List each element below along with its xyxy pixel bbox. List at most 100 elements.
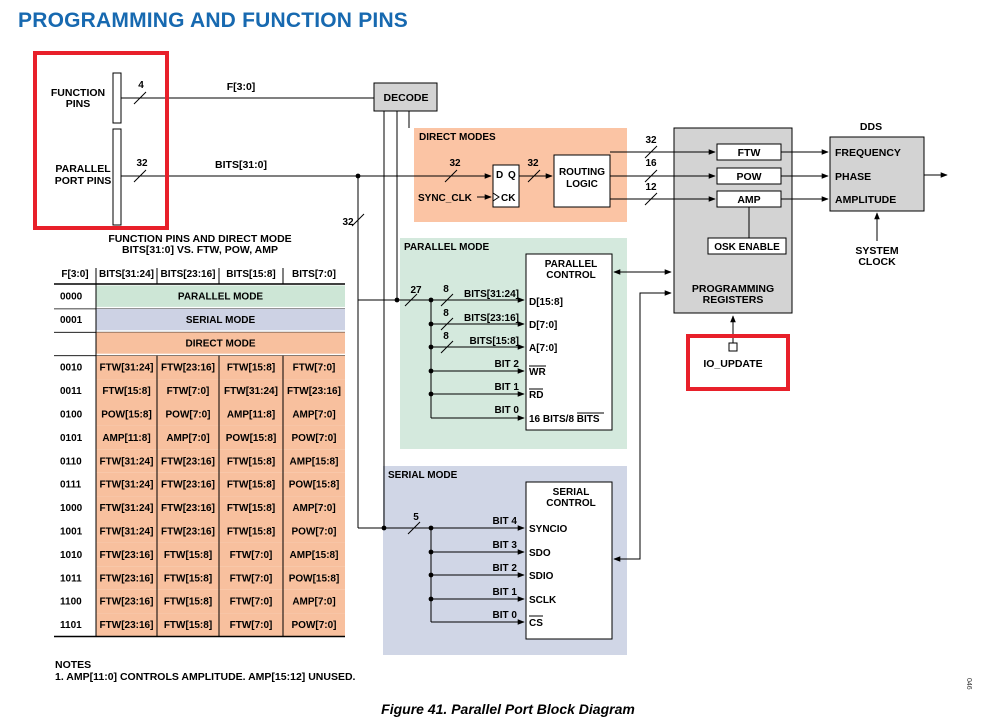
pins-highlight-box [33,51,169,230]
serial-control-bidir-line [613,290,672,562]
ftw-slash [644,145,658,159]
parallel-port-pins-label-1: PARALLEL [55,163,111,175]
serial-mode-title: SERIAL MODE [388,470,458,481]
io-update-label: IO_UPDATE [703,358,762,370]
table-mode-label: SERIAL MODE [186,315,256,326]
pow-width: 16 [645,158,657,169]
amp-slash [644,192,658,206]
function-bus-slash [133,91,147,105]
amp-register-label: AMP [737,194,760,206]
serial-control-label-2: CONTROL [546,498,595,509]
routing-logic-label-2: LOGIC [566,179,598,190]
table-cell: FTW[15:8] [227,480,275,491]
table-cell: FTW[23:16] [287,386,341,397]
direct-in-slash [444,169,458,183]
table-cell: FTW[23:16] [161,456,215,467]
serial-bus-slash [407,521,421,535]
svg-text:8: 8 [443,308,449,319]
pow-slash [644,169,658,183]
table-cell: AMP[7:0] [292,597,335,608]
table-cell: AMP[7:0] [166,433,209,444]
table-mode-row-bg [96,285,345,307]
table-cell: FTW[15:8] [102,386,150,397]
dds-amplitude-label: AMPLITUDE [835,194,896,206]
svg-text:SDIO: SDIO [529,571,554,582]
svg-text:SYNCIO: SYNCIO [529,524,568,535]
table-cell: FTW[23:16] [100,550,154,561]
notes-item-1: 1. AMP[11:0] CONTROLS AMPLITUDE. AMP[15:… [55,671,356,683]
parallel-row-0: 8 BITS[31:24] D[15:8] [431,284,563,308]
svg-text:8: 8 [443,284,449,295]
svg-text:BIT 2: BIT 2 [493,563,518,574]
table-caption-2: BITS[31:0] VS. FTW, POW, AMP [122,244,278,256]
table-cell: FTW[23:16] [161,527,215,538]
table-cell: FTW[31:24] [100,456,154,467]
svg-text:SDO: SDO [529,548,551,559]
parallel-row-5: BIT 0 16 BITS/8 BITS [431,405,604,425]
table-mode-label: PARALLEL MODE [178,292,264,303]
parallel-row-2: 8 BITS[15:8] A[7:0] [431,331,557,354]
serial-decode-junction [381,525,387,531]
table-cell: FTW[31:24] [100,480,154,491]
serial-row-1: BIT 3 SDO [431,540,551,559]
page-title: PROGRAMMING AND FUNCTION PINS [18,9,409,32]
svg-text:D[7:0]: D[7:0] [529,320,557,331]
serial-control-block [525,481,613,640]
table-caption-1: FUNCTION PINS AND DIRECT MODE [108,233,291,245]
table-cell: FTW[15:8] [227,456,275,467]
svg-text:BIT 1: BIT 1 [493,587,518,598]
table-cell: FTW[15:8] [164,550,212,561]
serial-control-label-1: SERIAL [553,487,590,498]
table-cell: FTW[7:0] [230,597,273,608]
table-cell: FTW[7:0] [230,620,273,631]
serial-row-3: BIT 1 SCLK [431,587,557,606]
table-cell: FTW[23:16] [161,363,215,374]
routing-logic-label-1: ROUTING [559,167,605,178]
table-header-2: BITS[23:16] [160,269,215,280]
notes-title: NOTES [55,659,91,671]
programming-registers-label-2: REGISTERS [703,294,764,306]
table-cell: FTW[31:24] [100,527,154,538]
parallel-control-label-1: PARALLEL [545,259,598,270]
table-cell: FTW[15:8] [227,363,275,374]
clock-triangle [492,192,500,202]
side-code: 046 [965,678,972,690]
table-row-code: 0101 [60,433,83,444]
table-row-code: 1100 [60,597,82,608]
parallel-mode-title: PARALLEL MODE [404,242,490,253]
flip-flop [492,164,520,208]
branch-width: 32 [342,217,354,228]
serial-bus-width: 5 [413,512,419,523]
svg-text:BIT 2: BIT 2 [495,359,520,370]
io-update-highlight-box [686,334,790,391]
table-cell: FTW[7:0] [230,550,273,561]
table-cell: FTW[31:24] [100,363,154,374]
table-cell: POW[15:8] [226,433,277,444]
flip-flop-q: Q [508,170,516,181]
svg-text:D[15:8]: D[15:8] [529,297,563,308]
table-cell: AMP[7:0] [292,503,335,514]
svg-text:BIT 0: BIT 0 [495,405,520,416]
function-bus-label: F[3:0] [227,81,256,93]
table-cell: FTW[23:16] [100,620,154,631]
dds-frequency-label: FREQUENCY [835,147,901,159]
function-pins-label-2: PINS [66,98,91,110]
table-cell: AMP[15:8] [290,550,339,561]
pow-register-label: POW [736,171,761,183]
table-row-code: 1011 [60,573,82,584]
svg-text:CS: CS [529,618,543,629]
table-cell: FTW[15:8] [164,597,212,608]
table-cell: FTW[23:16] [100,597,154,608]
table-cell: POW[7:0] [292,433,337,444]
serial-row-4: BIT 0 CS [431,610,543,629]
parallel-row-4: BIT 1 RD [431,382,543,401]
table-cell: FTW[15:8] [164,573,212,584]
table-mode-code: 0000 [60,292,83,303]
table-mode-code: 0001 [60,315,83,326]
svg-text:BITS[31:24]: BITS[31:24] [464,289,519,300]
table-header-1: BITS[31:24] [99,269,154,280]
table-cell: AMP[11:8] [227,410,275,421]
ftw-width: 32 [645,135,657,146]
parallel-bus-width-27: 27 [410,285,422,296]
svg-text:SCLK: SCLK [529,595,557,606]
